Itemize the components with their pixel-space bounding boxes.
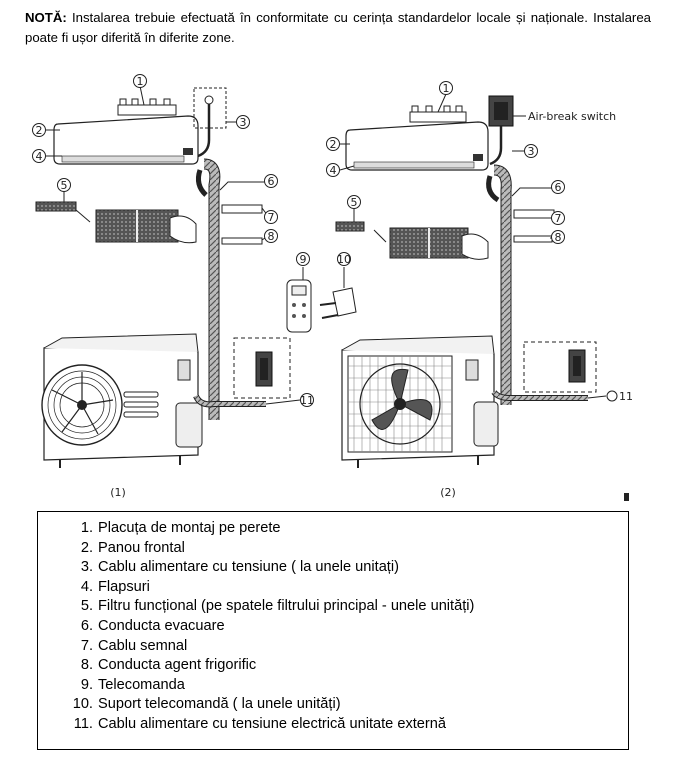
svg-text:11: 11	[619, 390, 633, 403]
callout-1: 1	[133, 74, 147, 88]
corner-marker	[624, 493, 629, 501]
legend-item: 8.Conducta agent frigorific	[80, 657, 257, 674]
scene-left	[35, 85, 357, 468]
legend-item: 2.Panou frontal	[80, 539, 185, 556]
legend-item: 3.Cablu alimentare cu tensiune ( la unel…	[80, 559, 399, 576]
functional-filter-right	[335, 221, 365, 232]
callouts-left: 1 2 3 4 5 6 7 8 9 10 11	[32, 74, 351, 407]
note-text: Instalarea trebuie efectuată în conformi…	[25, 10, 651, 45]
callout-8: 8	[264, 229, 278, 243]
functional-filter	[35, 201, 77, 212]
caption-right: (2)	[440, 486, 456, 499]
callouts-right: 1 2 3 4 5 6 7 8 11	[326, 81, 633, 403]
svg-text:5: 5	[61, 179, 68, 192]
switch-box-left	[233, 337, 291, 399]
svg-text:8: 8	[268, 230, 275, 243]
indoor-unit-right	[345, 121, 489, 171]
callout-4: 4	[32, 149, 46, 163]
installation-note: NOTĂ: Instalarea trebuie efectuată în co…	[25, 8, 651, 48]
svg-text:6: 6	[555, 181, 562, 194]
remote-holder	[332, 287, 357, 317]
callout-r-7: 7	[551, 211, 565, 225]
mounting-plate-right	[409, 111, 467, 123]
svg-text:1: 1	[137, 75, 144, 88]
caption-left: (1)	[110, 486, 126, 499]
callout-r-8: 8	[551, 230, 565, 244]
callout-r-4: 4	[326, 163, 340, 177]
callout-r-3: 3	[524, 144, 538, 158]
svg-text:5: 5	[351, 196, 358, 209]
air-break-label: Air-break switch	[528, 110, 616, 123]
switch-box-right	[523, 341, 597, 393]
callout-9: 9	[296, 252, 310, 266]
mounting-plate	[117, 104, 177, 116]
callout-6: 6	[264, 174, 278, 188]
svg-text:2: 2	[330, 138, 337, 151]
callout-r-6: 6	[551, 180, 565, 194]
svg-text:7: 7	[555, 212, 562, 225]
indoor-unit	[53, 115, 199, 165]
parts-legend: 1.Placuța de montaj pe perete 2.Panou fr…	[37, 511, 629, 750]
callout-11: 11	[300, 393, 314, 407]
svg-text:9: 9	[300, 253, 307, 266]
installation-diagram: 1 2 3 4 5 6 7 8 9 10 11 1 2 3 4 5 6 7 8 …	[32, 74, 633, 499]
legend-item: 6.Conducta evacuare	[80, 617, 225, 634]
svg-text:1: 1	[443, 82, 450, 95]
svg-text:3: 3	[240, 116, 247, 129]
svg-text:4: 4	[330, 164, 337, 177]
legend-item: 9.Telecomanda	[80, 676, 185, 693]
callout-2: 2	[32, 123, 46, 137]
callout-r-1: 1	[439, 81, 453, 95]
svg-text:10: 10	[337, 253, 351, 266]
svg-text:8: 8	[555, 231, 562, 244]
callout-r-11: 11	[606, 390, 633, 403]
scene-right	[335, 93, 607, 468]
svg-text:7: 7	[268, 211, 275, 224]
legend-item: 10.Suport telecomandă ( la unele unități…	[72, 696, 341, 713]
svg-text:6: 6	[268, 175, 275, 188]
callout-7: 7	[264, 210, 278, 224]
callout-5: 5	[57, 178, 71, 192]
svg-text:4: 4	[36, 150, 43, 163]
callout-3: 3	[236, 115, 250, 129]
note-prefix: NOTĂ:	[25, 10, 67, 25]
legend-item: 7.Cablu semnal	[80, 637, 188, 654]
outdoor-unit-left	[41, 333, 203, 468]
outdoor-unit-right	[341, 335, 499, 468]
legend-item: 1.Placuța de montaj pe perete	[80, 520, 281, 536]
callout-r-5: 5	[347, 195, 361, 209]
callout-r-2: 2	[326, 137, 340, 151]
legend-item: 11.Cablu alimentare cu tensiune electric…	[73, 715, 447, 732]
legend-item: 5.Filtru funcțional (pe spatele filtrulu…	[80, 598, 475, 615]
legend-item: 4.Flapsuri	[80, 578, 150, 595]
svg-text:2: 2	[36, 124, 43, 137]
svg-text:3: 3	[528, 145, 535, 158]
svg-text:11: 11	[300, 394, 314, 407]
callout-10: 10	[337, 252, 351, 266]
